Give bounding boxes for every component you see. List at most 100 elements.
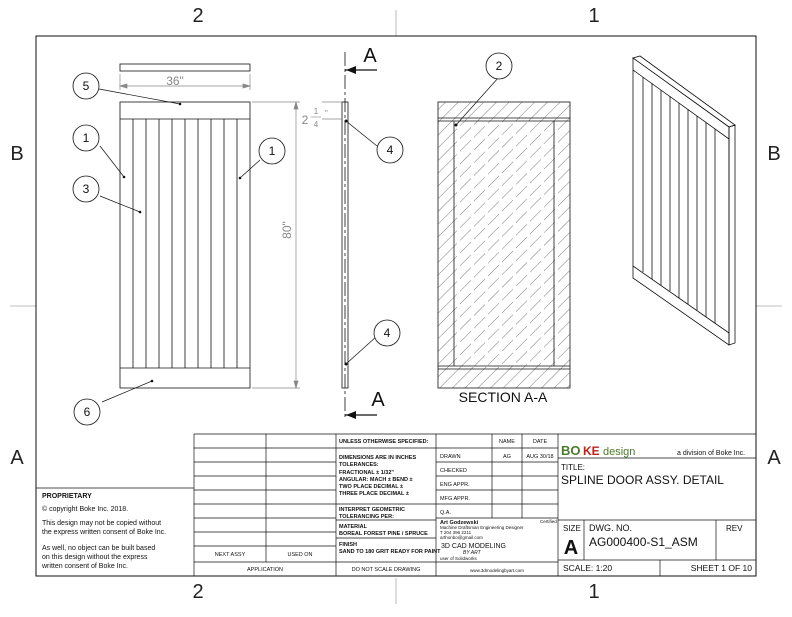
front-view-planks xyxy=(132,119,238,368)
zone-label-right-b: B xyxy=(767,143,780,165)
material-value: BOREAL FOREST PINE / SPRUCE xyxy=(339,531,428,537)
front-view xyxy=(98,63,300,403)
svg-text:2: 2 xyxy=(496,59,503,73)
company-logo: BO KE design xyxy=(561,443,635,458)
svg-text:6: 6 xyxy=(84,405,91,419)
section-view-label: SECTION A-A xyxy=(459,389,548,405)
front-view-leaders xyxy=(98,88,261,403)
designer-website: www.3dmodelingbyart.com xyxy=(470,568,524,573)
finish-value: SAND TO 180 GRIT READY FOR PAINT xyxy=(339,549,441,555)
svg-text:5: 5 xyxy=(83,79,90,93)
eng-appr-label: ENG APPR. xyxy=(440,482,470,488)
side-view xyxy=(322,52,378,420)
rail-dimension-inch: " xyxy=(325,109,328,118)
used-on-label: USED ON xyxy=(287,552,312,558)
balloon-4-top: 4 xyxy=(376,136,404,164)
svg-text:KE: KE xyxy=(583,444,600,458)
dwg-no-label: DWG. NO. xyxy=(589,523,632,533)
svg-text:BO: BO xyxy=(561,443,581,458)
drawn-name: AG xyxy=(503,454,511,460)
next-assy-label: NEXT ASSY xyxy=(215,552,246,558)
proprietary-line-3: As well, no object can be built based xyxy=(42,545,155,552)
proprietary-heading: PROPRIETARY xyxy=(42,493,92,500)
unless-specified: UNLESS OTHERWISE SPECIFIED: xyxy=(339,439,429,445)
date-header: DATE xyxy=(533,439,548,445)
designer-email: arthonbo@gmail.com xyxy=(440,535,483,540)
rail-dimension-denominator: 4 xyxy=(314,120,319,129)
dwg-no-value: AG000400-S1_ASM xyxy=(589,535,698,549)
drawn-label: DRAWN xyxy=(440,454,461,460)
height-dimension-label: 80" xyxy=(280,221,294,239)
designer-logo-line-2: BY ART xyxy=(463,550,482,556)
balloon-1-right: 1 xyxy=(258,137,286,165)
zone-label-bottom-2: 2 xyxy=(192,581,203,603)
two-place-tolerance: TWO PLACE DECIMAL ± xyxy=(339,484,403,490)
title-block-lines xyxy=(36,433,756,576)
name-header: NAME xyxy=(499,439,515,445)
proprietary-line-5: written consent of Boke Inc. xyxy=(41,563,128,570)
rail-dimension-whole: 2 xyxy=(302,113,309,127)
zone-ticks xyxy=(10,10,782,604)
designer-user: user of Solidworks xyxy=(440,556,478,561)
balloon-6: 6 xyxy=(73,398,101,426)
tolerancing-per: TOLERANCING PER: xyxy=(339,514,394,520)
rail-dimension xyxy=(322,101,342,120)
balloon-2: 2 xyxy=(485,52,513,80)
proprietary-line-2: the express written consent of Boke Inc. xyxy=(42,529,166,536)
svg-text:3: 3 xyxy=(83,182,90,196)
size-value: A xyxy=(564,537,578,559)
height-dimension xyxy=(252,100,300,390)
qa-label: Q.A. xyxy=(440,510,451,516)
zone-label-left-a: A xyxy=(10,447,24,469)
width-dimension xyxy=(118,74,252,90)
proprietary-line-4: on this design without the express xyxy=(42,554,148,561)
balloon-3: 3 xyxy=(72,175,100,203)
svg-text:1: 1 xyxy=(83,131,90,145)
proprietary-copyright: © copyright Boke Inc. 2018. xyxy=(42,505,128,513)
svg-text:1: 1 xyxy=(269,144,276,158)
size-label: SIZE xyxy=(563,524,581,533)
zone-label-left-b: B xyxy=(10,143,23,165)
designer-title: Machine Draftsman Engineering Designer xyxy=(440,525,524,530)
svg-text:4: 4 xyxy=(384,326,391,340)
drawing-title: SPLINE DOOR ASSY. DETAIL xyxy=(561,473,724,487)
designer-phone: T 204 396 2211 xyxy=(440,530,472,535)
company-division: a division of Boke Inc. xyxy=(677,450,745,457)
isometric-view xyxy=(632,55,736,346)
designer-name: Art Godzewski xyxy=(440,520,479,526)
dims-inches: DIMENSIONS ARE IN INCHES xyxy=(339,455,416,461)
zone-label-right-a: A xyxy=(767,447,781,469)
section-arrow-top xyxy=(346,66,356,74)
svg-text:4: 4 xyxy=(387,143,394,157)
angular-tolerance: ANGULAR: MACH ± BEND ± xyxy=(339,477,413,483)
balloon-5: 5 xyxy=(72,72,100,100)
title-label: TITLE: xyxy=(561,463,585,472)
balloon-1-left: 1 xyxy=(72,124,100,152)
scale-label: SCALE: 1:20 xyxy=(563,563,612,573)
application-label: APPLICATION xyxy=(247,567,283,573)
svg-text:design: design xyxy=(603,446,635,458)
section-letter-top: A xyxy=(363,45,377,67)
fractional-tolerance: FRACTIONAL ± 1/32" xyxy=(339,470,394,476)
zone-label-top-1: 1 xyxy=(588,5,599,27)
designer-certified: Certified xyxy=(540,519,557,524)
three-place-tolerance: THREE PLACE DECIMAL ± xyxy=(339,491,409,497)
width-dimension-label: 36" xyxy=(166,74,184,88)
do-not-scale: DO NOT SCALE DRAWING xyxy=(352,567,421,573)
checked-label: CHECKED xyxy=(440,468,467,474)
rev-label: REV xyxy=(726,524,743,533)
section-letter-bottom: A xyxy=(371,389,385,411)
rail-dimension-numerator: 1 xyxy=(314,107,319,116)
balloon-4-bottom: 4 xyxy=(373,319,401,347)
section-view xyxy=(437,76,571,389)
drawn-date: AUG 30/18 xyxy=(526,454,553,460)
sheet-label: SHEET 1 OF 10 xyxy=(691,563,753,573)
sheet-border xyxy=(35,35,757,577)
finish-label: FINISH xyxy=(339,542,357,548)
tolerances-label: TOLERANCES: xyxy=(339,462,379,468)
section-arrow-bottom xyxy=(346,411,356,419)
mfg-appr-label: MFG APPR. xyxy=(440,496,470,502)
designer-logo-line-1: 3D CAD MODELING xyxy=(441,543,506,550)
